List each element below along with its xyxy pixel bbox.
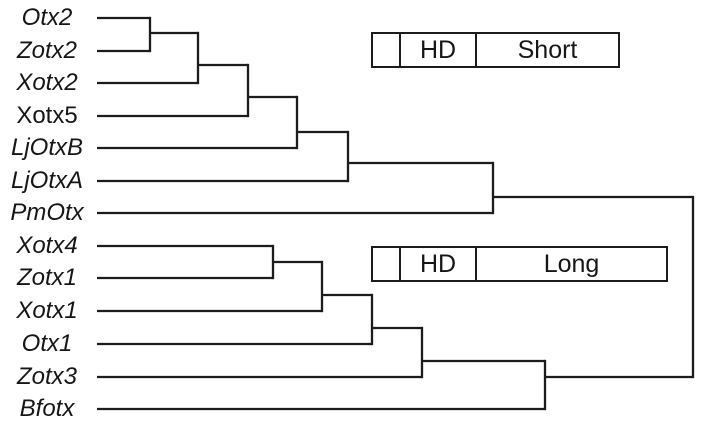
long-tail-segment: Long [475, 248, 666, 280]
taxon-label-ljotxb: LjOtxB [10, 134, 84, 161]
domain-legend-short: HD Short [371, 32, 620, 68]
taxon-label-zotx1: Zotx1 [16, 264, 78, 291]
taxon-label-xotx1: Xotx1 [16, 297, 78, 324]
taxon-label-xotx2: Xotx2 [16, 69, 78, 96]
domain-legend-long: HD Long [371, 246, 668, 282]
short-nterm-segment [373, 34, 399, 66]
long-hd-segment: HD [399, 248, 475, 280]
taxon-label-zotx3: Zotx3 [16, 363, 78, 390]
taxon-label-zotx2: Zotx2 [16, 37, 78, 64]
taxon-label-xotx5: Xotx5 [16, 102, 78, 129]
taxon-label-otx2: Otx2 [21, 4, 73, 31]
short-hd-segment: HD [399, 34, 475, 66]
taxon-label-ljotxa: LjOtxA [10, 167, 84, 194]
long-nterm-segment [373, 248, 399, 280]
short-tail-segment: Short [475, 34, 618, 66]
taxon-label-otx1: Otx1 [21, 330, 73, 357]
taxon-label-pmotx: PmOtx [10, 199, 84, 226]
taxon-label-bfotx: Bfotx [19, 395, 75, 422]
taxon-label-xotx4: Xotx4 [16, 232, 78, 259]
